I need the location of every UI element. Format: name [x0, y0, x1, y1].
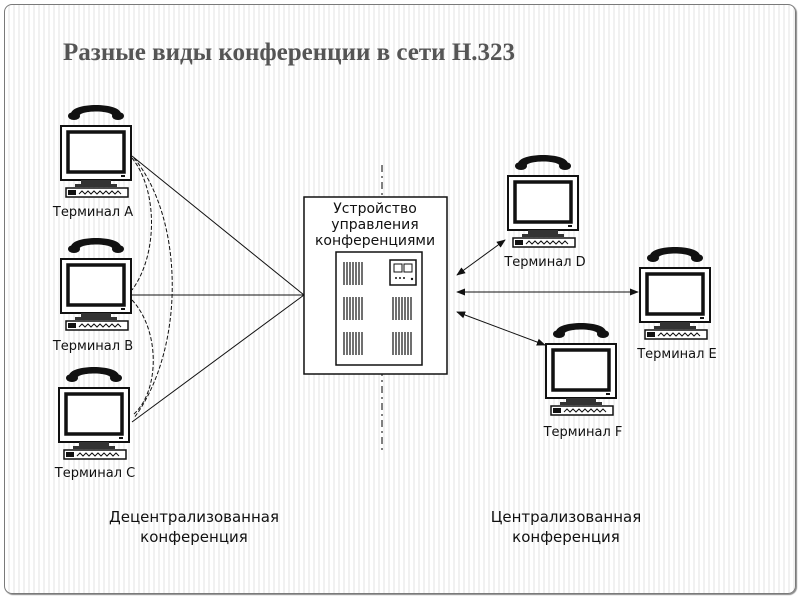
terminal-f — [544, 321, 618, 417]
terminal-e — [638, 245, 712, 341]
terminal-f-label: Терминал F — [543, 425, 623, 440]
terminal-a-label: Терминал A — [52, 205, 133, 220]
caption-centralized-line-1: Централизованная — [491, 508, 641, 526]
terminal-a — [59, 103, 133, 199]
caption-decentralized-line-2: конференция — [140, 528, 248, 546]
terminal-d-label: Терминал D — [503, 255, 585, 270]
mcu-label-line-2: управления — [331, 217, 418, 233]
link-c-mcu — [131, 294, 305, 423]
computer-with-phone-icon — [59, 103, 133, 199]
mcu-device: Устройство управления конференциями — [303, 196, 448, 375]
computer-with-phone-icon — [59, 236, 133, 332]
slide-title: Разные виды конференции в сети H.323 — [63, 39, 516, 66]
decentralized-links — [131, 155, 305, 423]
computer-with-phone-icon — [544, 321, 618, 417]
caption-decentralized-line-1: Децентрализованная — [109, 508, 279, 526]
rack-server-icon — [335, 251, 423, 366]
link-mcu-d — [456, 239, 506, 276]
link-a-b — [131, 157, 152, 291]
link-a-c — [133, 157, 173, 419]
mcu-label-line-1: Устройство — [333, 201, 417, 217]
computer-with-phone-icon — [638, 245, 712, 341]
terminal-d — [506, 153, 580, 249]
terminal-c — [57, 365, 131, 461]
link-b-c — [131, 299, 154, 415]
mcu-label-line-3: конференциями — [315, 233, 435, 249]
terminal-b-label: Терминал B — [52, 339, 133, 354]
computer-with-phone-icon — [506, 153, 580, 249]
terminal-e-label: Терминал E — [636, 347, 717, 362]
terminal-b — [59, 236, 133, 332]
centralized-links — [456, 239, 639, 346]
link-mcu-f — [456, 311, 546, 346]
terminal-c-label: Терминал C — [54, 466, 135, 481]
caption-centralized-line-2: конференция — [512, 528, 620, 546]
link-a-mcu — [131, 155, 305, 296]
computer-with-phone-icon — [57, 365, 131, 461]
